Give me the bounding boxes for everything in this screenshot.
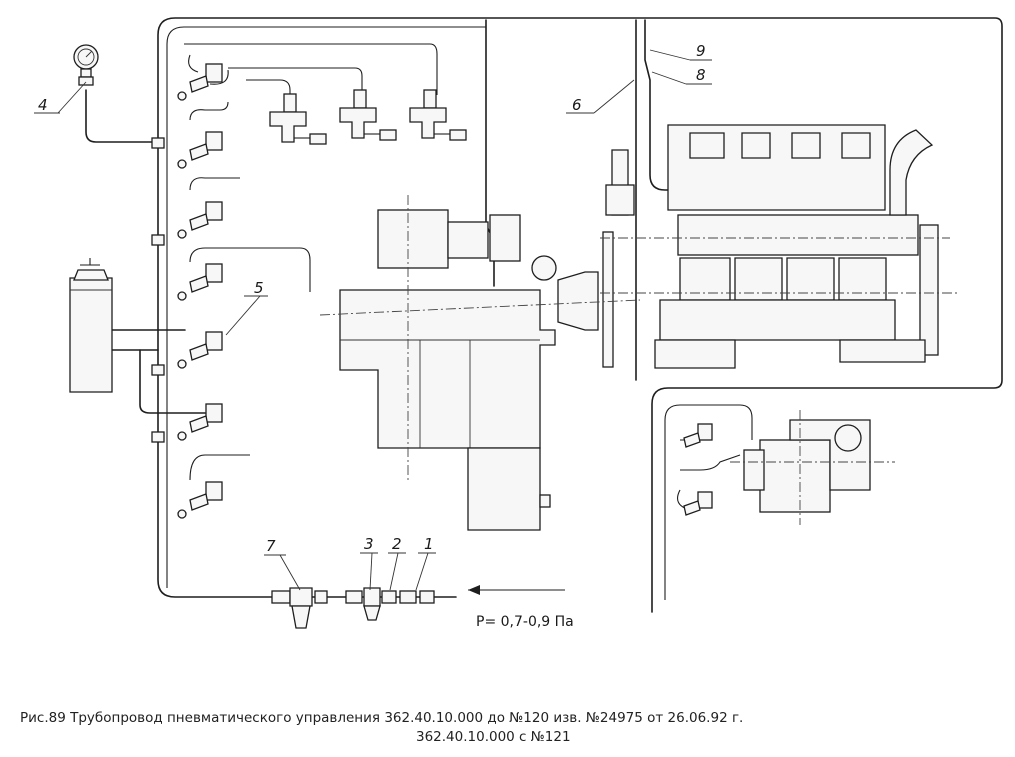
callout-6: 6 — [572, 96, 582, 114]
callout-3: 3 — [364, 535, 374, 553]
top-valve-group — [269, 89, 467, 145]
caption-line-2: 362.40.10.000 с №121 — [416, 729, 571, 745]
pressure-arrow — [468, 585, 565, 595]
caption-line-1: Рис.89 Трубопровод пневматического управ… — [20, 710, 744, 726]
callout-7: 7 — [266, 537, 276, 555]
gearbox-unit — [319, 195, 641, 531]
valve-unit — [177, 131, 223, 169]
air-receiver — [69, 258, 113, 393]
pneumatic-piping-diagram: 4 5 6 9 8 7 3 2 1 P= 0,7-0,9 Па — [34, 17, 1003, 630]
compressor-unit — [683, 410, 895, 525]
valve-column — [151, 63, 223, 519]
valve-unit — [177, 481, 223, 519]
callout-9: 9 — [696, 42, 706, 60]
callout-2: 2 — [392, 535, 402, 553]
valve-unit — [177, 201, 223, 239]
pressure-gauge — [73, 44, 99, 86]
callout-leaders — [34, 49, 712, 591]
callout-8: 8 — [696, 66, 706, 84]
pressure-label: P= 0,7-0,9 Па — [476, 614, 574, 630]
figure-caption: Рис.89 Трубопровод пневматического управ… — [20, 709, 1000, 747]
engine-block — [600, 124, 960, 369]
valve-unit — [177, 331, 223, 369]
main-pipeline — [85, 17, 1003, 613]
inlet-fittings — [271, 587, 435, 629]
callout-1: 1 — [424, 535, 434, 553]
callout-4: 4 — [38, 96, 48, 114]
valve-unit — [177, 63, 223, 101]
callout-5: 5 — [254, 279, 264, 297]
valve-unit — [177, 263, 223, 301]
valve-unit — [177, 403, 223, 441]
